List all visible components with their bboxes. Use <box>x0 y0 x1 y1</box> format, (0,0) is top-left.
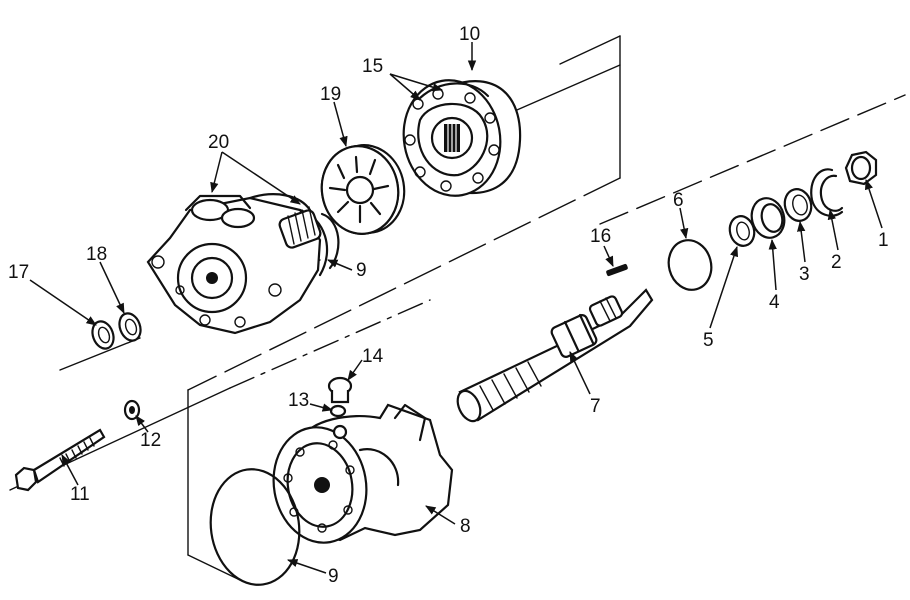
part-20-end-cover-housing <box>146 193 329 335</box>
callout-9-upper: 9 <box>356 260 367 281</box>
callout-16: 16 <box>590 226 611 247</box>
callout-10: 10 <box>459 24 480 45</box>
part-17-seal-ring <box>91 320 115 350</box>
callout-12: 12 <box>140 430 161 451</box>
part-4-bearing <box>750 197 786 239</box>
part-10-gerotor-body <box>402 79 522 197</box>
callout-4: 4 <box>769 292 780 313</box>
part-8-front-housing <box>272 403 454 544</box>
part-6-o-ring <box>667 239 713 291</box>
part-18-seal-ring <box>118 312 142 342</box>
assembly-bracket <box>187 35 621 581</box>
callout-20: 20 <box>208 132 229 153</box>
callout-11: 11 <box>70 484 90 505</box>
callout-5: 5 <box>703 330 714 351</box>
callout-8: 8 <box>460 516 471 537</box>
callout-6: 6 <box>673 190 684 211</box>
part-5-washer <box>728 215 756 247</box>
part-14-plug <box>327 376 353 404</box>
callout-18: 18 <box>86 244 107 265</box>
part-13-o-ring <box>329 404 347 418</box>
callout-19: 19 <box>320 84 341 105</box>
callout-14: 14 <box>362 346 384 367</box>
callout-9-lower: 9 <box>328 566 339 587</box>
part-2-snap-ring <box>810 168 844 217</box>
callout-13: 13 <box>288 390 309 411</box>
part-11-bolt <box>14 428 106 492</box>
callout-3: 3 <box>799 264 810 285</box>
part-16-key <box>606 263 628 277</box>
callout-17: 17 <box>8 262 29 283</box>
callout-2: 2 <box>831 252 842 273</box>
callout-1: 1 <box>878 230 889 251</box>
callout-15: 15 <box>362 56 383 77</box>
part-7-drive-shaft <box>456 288 654 423</box>
part-19-valve-plate <box>320 144 406 235</box>
callout-labels: 1 2 3 4 5 6 7 8 9 9 10 11 12 13 14 15 16… <box>8 24 889 587</box>
part-3-bushing <box>783 188 813 222</box>
callout-7: 7 <box>590 396 601 417</box>
part-1-nut <box>844 150 878 186</box>
part-9-lower-o-ring <box>209 468 301 586</box>
part-12-washer <box>123 399 141 421</box>
leader-lines <box>29 42 883 574</box>
